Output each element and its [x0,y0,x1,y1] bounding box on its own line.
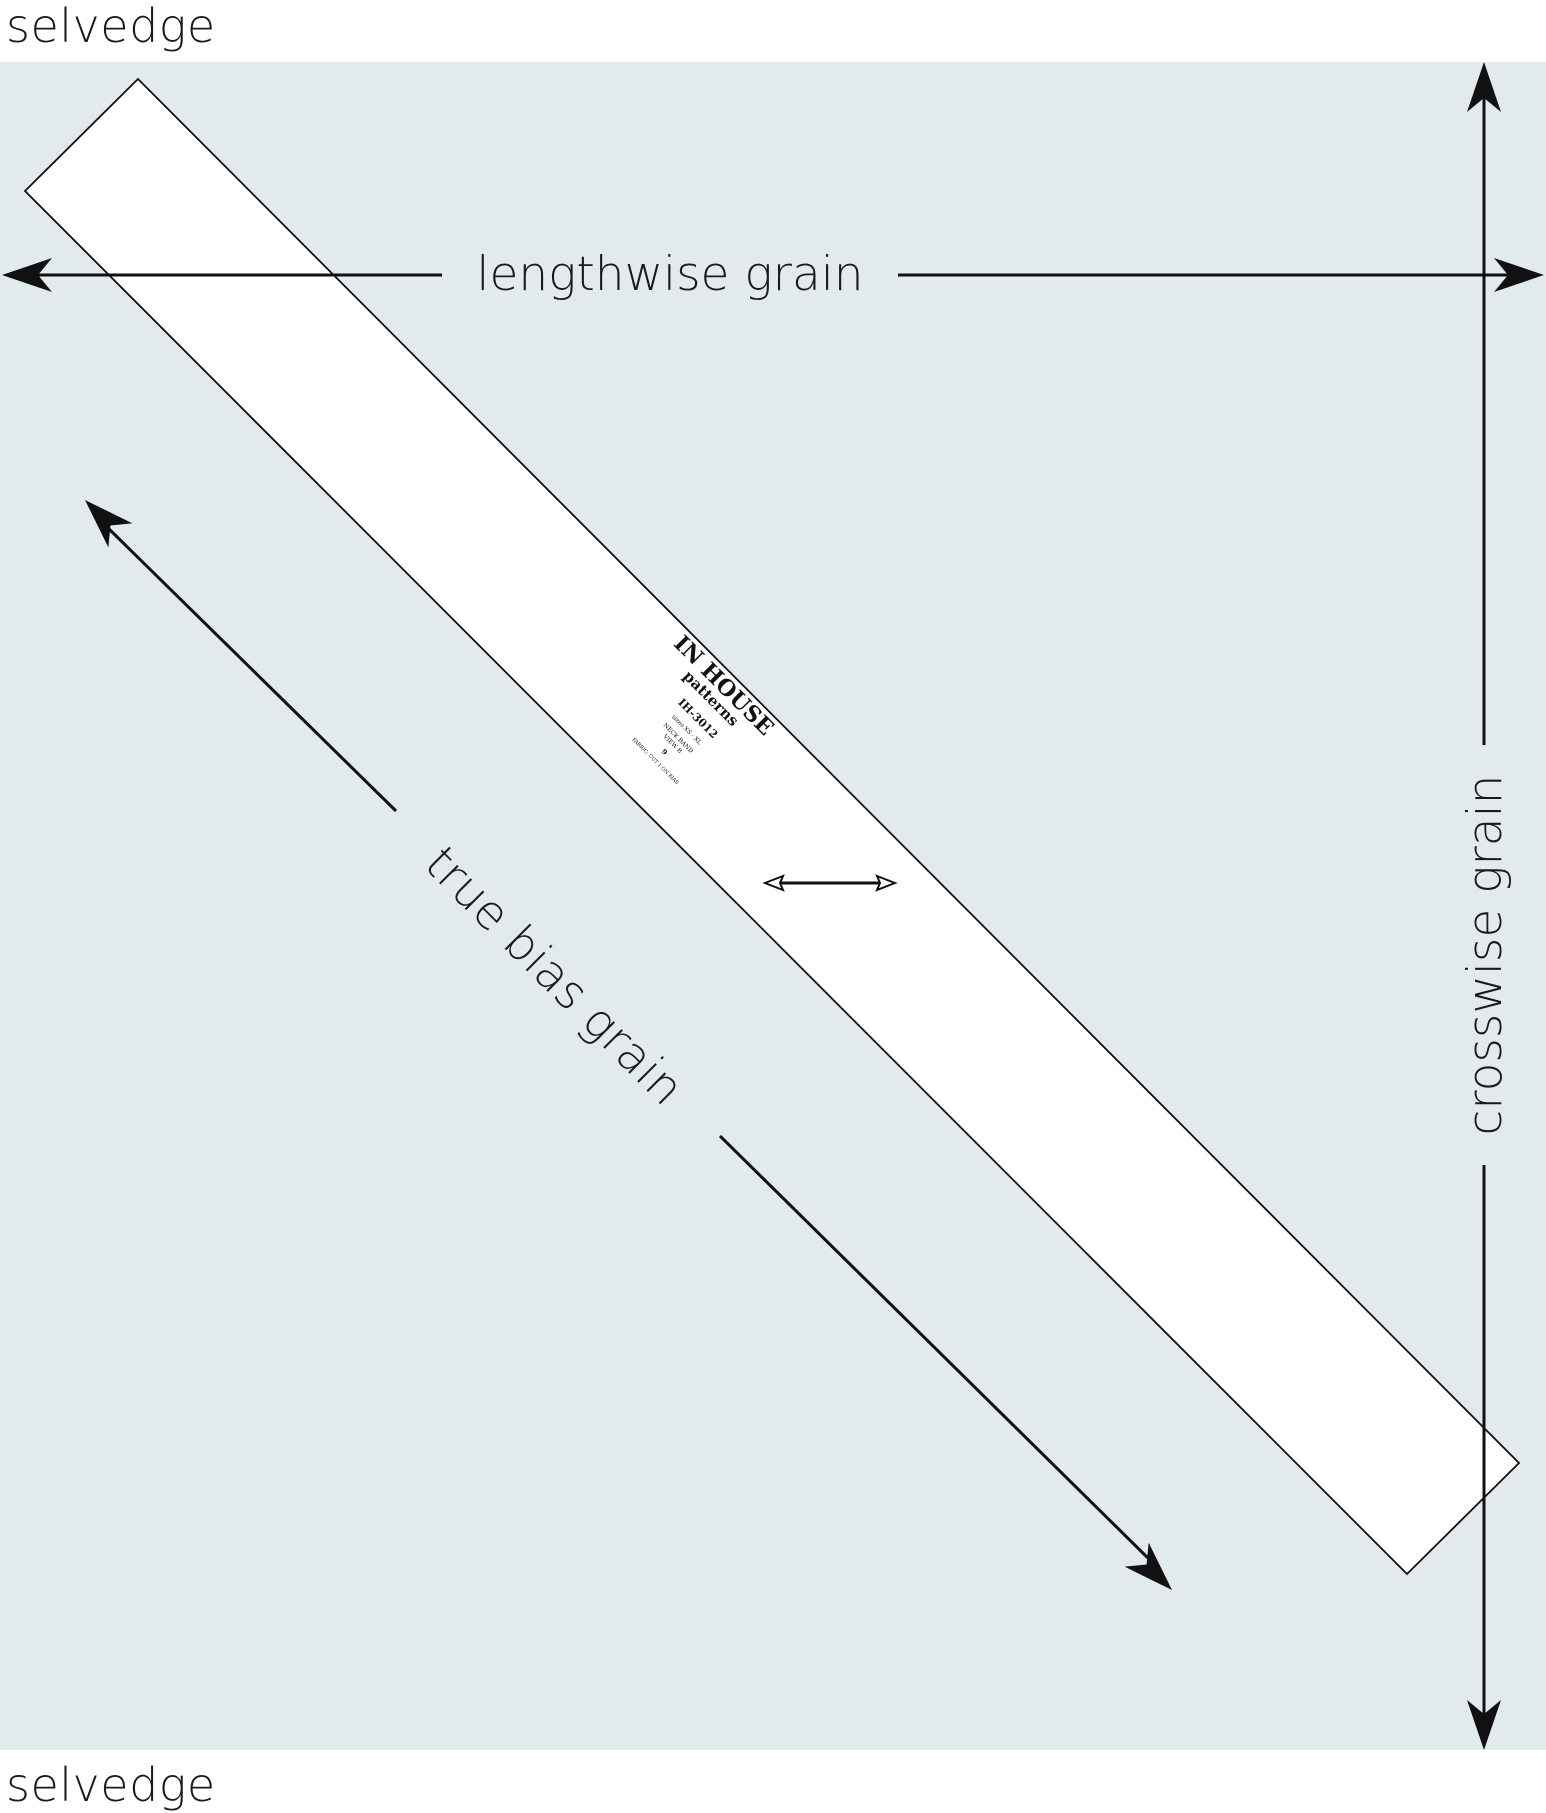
arrow-right-icon [1494,258,1544,292]
selvedge-label-bottom: selvedge [6,1758,216,1812]
pattern-piece-neck-band [23,77,1521,1576]
arrow-up-icon [1467,62,1501,112]
double-arrow-icon [762,874,898,892]
crosswise-grain-arrow: crosswise grain [1458,62,1513,1750]
lengthwise-grain-arrow: lengthwise grain [2,247,1544,302]
selvedge-label-top: selvedge [6,0,216,53]
lengthwise-grain-label: lengthwise grain [476,247,863,302]
piece-number: 9 [660,747,670,757]
arrow-down-icon [1467,1700,1501,1750]
arrow-up-left-icon [85,500,133,548]
true-bias-grain-label: true bias grain [414,836,695,1117]
crosswise-grain-label: crosswise grain [1458,775,1513,1136]
arrow-down-right-icon [1124,1542,1172,1590]
arrow-left-icon [2,258,52,292]
